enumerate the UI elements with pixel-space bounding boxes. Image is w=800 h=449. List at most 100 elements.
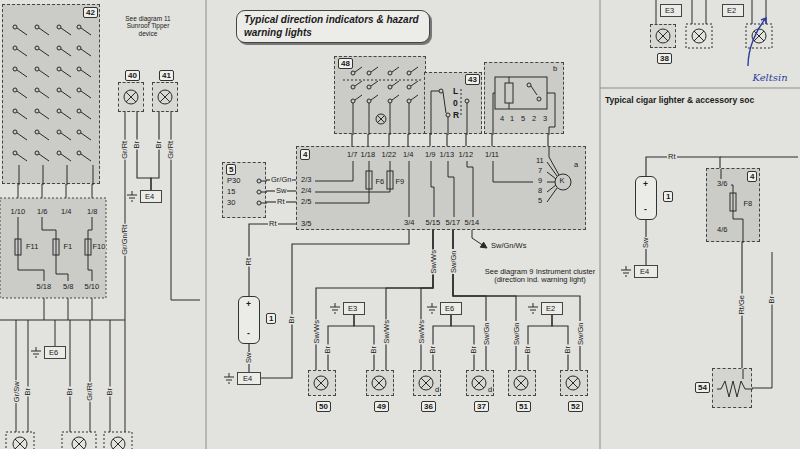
wire-label: Gr/Rt: [167, 140, 175, 160]
wire: [386, 230, 433, 370]
earth-point: E3: [660, 4, 682, 17]
callout-number: 1: [663, 191, 673, 202]
pin-label: 1/9: [424, 151, 436, 159]
wire-label: Sw: [275, 187, 287, 195]
handwritten-arrow: [748, 18, 766, 66]
callout-number: 50: [316, 401, 331, 412]
pin-label: 9: [537, 177, 543, 185]
indicator-switch: 43L0R: [424, 72, 482, 134]
note-text: See diagram 9 Instrument cluster (direct…: [482, 268, 598, 285]
earth-point: E3: [343, 302, 365, 315]
wire: [354, 315, 374, 370]
component-symbol: [509, 371, 535, 395]
wire: [151, 112, 159, 190]
pin-label: 8: [537, 187, 543, 195]
component-symbol: [309, 371, 335, 395]
wire-label: Gr/Rt: [121, 140, 129, 160]
earth-point: E4: [237, 372, 261, 385]
component-text: 1: [510, 115, 514, 123]
component-symbol: [153, 83, 177, 111]
pin-label: 3/5: [300, 220, 312, 228]
wire-label: Br: [24, 387, 32, 397]
component-text: d: [435, 386, 439, 394]
wire-label: Br: [133, 140, 141, 150]
component-text: E3: [665, 7, 674, 15]
wire-label: Rt/Ge: [738, 294, 746, 316]
component-symbol: [651, 25, 675, 47]
wire-label: Rt: [667, 153, 677, 161]
wire-label: Gr/Sw: [12, 380, 20, 403]
earth-point: E4: [140, 190, 162, 203]
component-text: 15: [227, 188, 235, 196]
pin-label: 2/4: [300, 187, 312, 195]
callout-number: 37: [474, 401, 489, 412]
wire: [261, 230, 409, 378]
wire: [367, 134, 368, 146]
wire-label: Sw/Ws: [429, 249, 437, 274]
component-text: 4: [500, 115, 504, 123]
wire: [429, 134, 430, 146]
pin-label: 1/11: [484, 151, 500, 159]
earth-point: E2: [722, 4, 744, 17]
pin-label: 1/13: [439, 151, 456, 159]
wire-label: Sw/Ws: [417, 319, 425, 344]
wire-label: Br: [429, 345, 437, 355]
pin-label: 1/4: [402, 151, 414, 159]
pin-label: 2/5: [300, 198, 312, 206]
pin-label: F9: [395, 178, 406, 186]
component-text: E2: [546, 305, 555, 313]
wire: [547, 134, 548, 146]
pin-label: 1/4: [60, 208, 72, 216]
pin-label: F1: [63, 243, 74, 251]
wire-label: Br: [66, 387, 74, 397]
component-text: +: [643, 180, 648, 189]
component-text: -: [247, 329, 250, 338]
wire-label: Br: [288, 315, 296, 325]
wire-label: Sw/Ws: [382, 319, 390, 344]
wire-label: Sw/Gn: [576, 321, 584, 346]
wire-label: Gr/Rt: [86, 382, 94, 402]
component-text: R: [453, 111, 459, 120]
wire-label: Br: [324, 345, 332, 355]
pin-label: 5/8: [62, 283, 74, 291]
pin-label: 1/12: [458, 151, 475, 159]
wire: [465, 134, 466, 146]
callout-number: 49: [374, 401, 389, 412]
pin-label: F6: [375, 178, 386, 186]
ignition-switch: 5P301530: [222, 162, 266, 218]
callout-number: 1: [266, 313, 276, 324]
wire: [552, 315, 568, 370]
wire: [249, 224, 296, 296]
component-symbol: [119, 83, 143, 111]
earth-point: E6: [44, 346, 66, 359]
pin-label: 3/6: [716, 180, 728, 188]
wire: [451, 315, 474, 370]
pin-label: 7: [537, 167, 543, 175]
wire-label: Br: [470, 345, 478, 355]
wire-label: Sw/Gn: [449, 249, 457, 274]
wire-label: Sw/Gn: [512, 321, 520, 346]
pin-label: 1/10: [10, 208, 27, 216]
component-text: E4: [145, 193, 154, 201]
wire-label: Br: [370, 345, 378, 355]
wire-label: Rt: [245, 257, 253, 267]
callout-number: 52: [568, 401, 583, 412]
wire-label: Rt: [268, 220, 278, 228]
component-text: 2: [532, 115, 536, 123]
component-text: E2: [727, 7, 736, 15]
component-text: E4: [640, 268, 649, 276]
battery: 1+-: [238, 296, 260, 344]
wire-label: Br: [524, 345, 532, 355]
pin-label: 2/3: [300, 176, 312, 184]
wire-label: Sw: [245, 352, 253, 364]
callout-number: 4: [747, 171, 757, 182]
callout-number: 43: [465, 74, 480, 85]
pin-label: 3/4: [403, 219, 415, 227]
callout-number: 4: [300, 149, 310, 160]
wire-label: Br: [564, 345, 572, 355]
component-text: E6: [445, 305, 454, 313]
callout-number: 42: [83, 7, 98, 18]
pin-label: 5/15: [425, 219, 442, 227]
component-symbol: [485, 63, 563, 133]
earth-point: E6: [440, 302, 462, 315]
